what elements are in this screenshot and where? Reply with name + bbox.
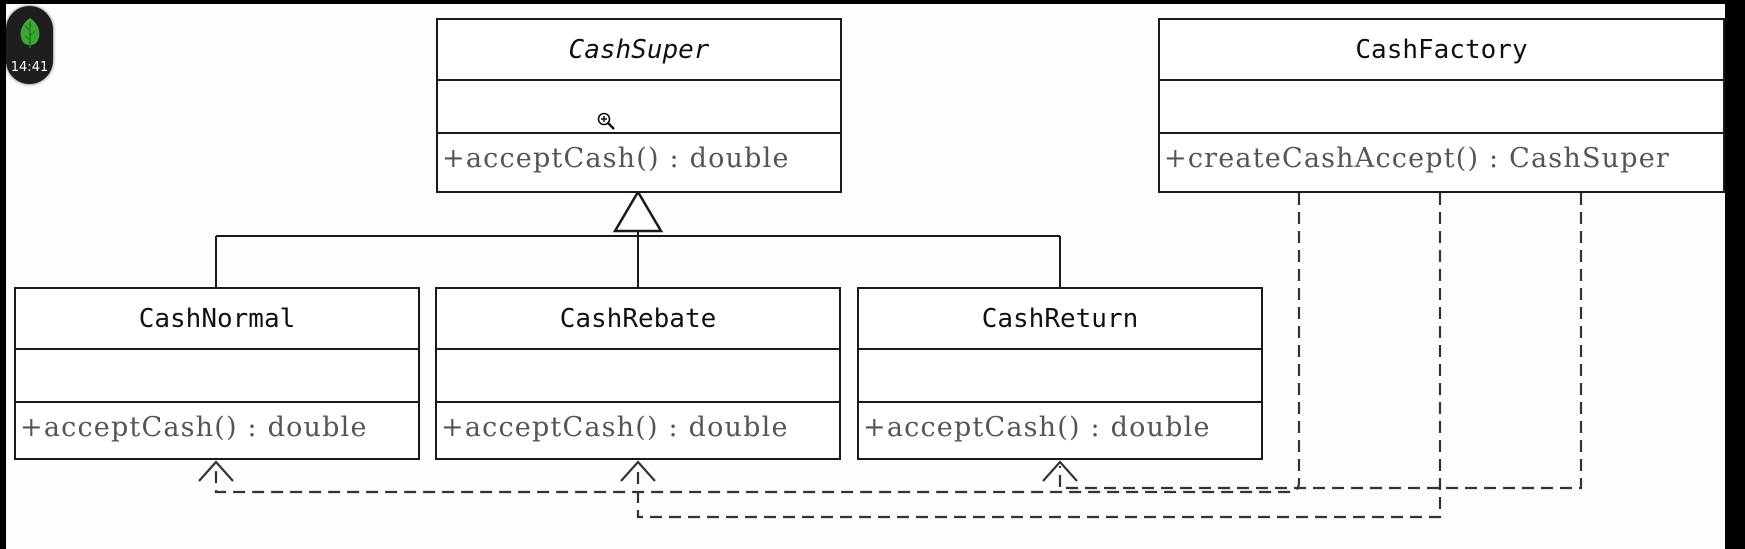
operation-label: +acceptCash() : double bbox=[441, 411, 789, 443]
class-name: CashReturn bbox=[859, 289, 1261, 350]
dependency-lines bbox=[214, 193, 1583, 519]
operation-label: +acceptCash() : double bbox=[442, 142, 790, 174]
class-cash-super[interactable]: CashSuper +acceptCash() : double bbox=[436, 18, 842, 193]
class-cash-normal[interactable]: CashNormal +acceptCash() : double bbox=[14, 287, 420, 460]
app-badge[interactable]: 14:41 bbox=[6, 6, 53, 84]
leaf-icon bbox=[20, 18, 40, 48]
zoom-in-icon bbox=[597, 112, 615, 130]
class-cash-return[interactable]: CashReturn +acceptCash() : double bbox=[857, 287, 1263, 460]
dependency-arrowheads bbox=[198, 460, 1078, 482]
operation-label: +acceptCash() : double bbox=[20, 411, 368, 443]
generalization-lines bbox=[215, 232, 1061, 287]
class-name: CashFactory bbox=[1160, 20, 1723, 81]
class-cash-factory[interactable]: CashFactory +createCashAccept() : CashSu… bbox=[1158, 18, 1725, 193]
status-time: 14:41 bbox=[10, 60, 49, 75]
class-name: CashRebate bbox=[437, 289, 839, 350]
attributes-compartment bbox=[437, 350, 839, 403]
operation-label: +acceptCash() : double bbox=[863, 411, 1211, 443]
attributes-compartment bbox=[438, 81, 840, 134]
attributes-compartment bbox=[16, 350, 418, 403]
generalization-arrowhead bbox=[612, 189, 664, 233]
attributes-compartment bbox=[1160, 81, 1723, 134]
class-name: CashSuper bbox=[438, 20, 840, 81]
class-cash-rebate[interactable]: CashRebate +acceptCash() : double bbox=[435, 287, 841, 460]
class-name: CashNormal bbox=[16, 289, 418, 350]
operation-label: +createCashAccept() : CashSuper bbox=[1164, 142, 1670, 174]
attributes-compartment bbox=[859, 350, 1261, 403]
